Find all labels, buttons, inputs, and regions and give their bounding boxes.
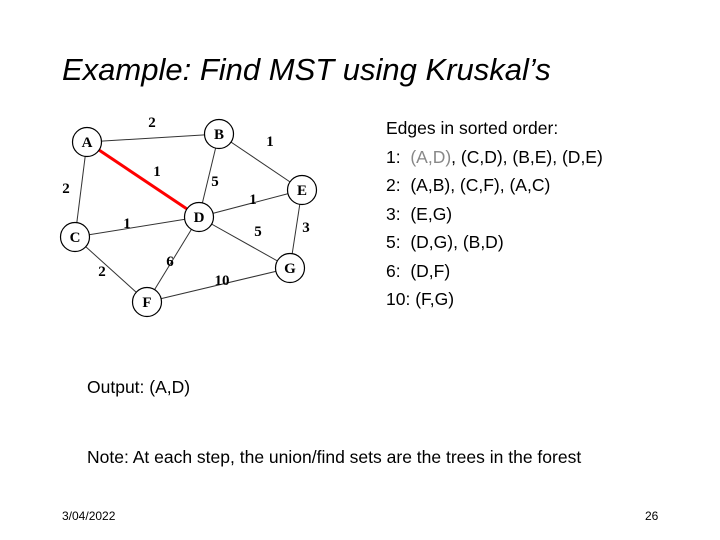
edge-weight: 1:: [386, 146, 411, 167]
edge-list: (F,G): [415, 289, 455, 309]
edge-weight-label: 3: [302, 220, 310, 236]
footer-date: 3/04/2022: [62, 509, 116, 523]
edge-weight-label: 2: [62, 181, 70, 197]
edge-weight: 5:: [386, 232, 411, 252]
edge-list: (A,B), (C,F), (A,C): [410, 175, 551, 195]
sorted-edges-row: 3: (E,G): [386, 200, 603, 229]
node-label: A: [82, 135, 93, 151]
edge-CF: [74, 236, 148, 303]
edge-DF: [146, 216, 200, 303]
node-label: G: [284, 261, 296, 277]
edge-list: (D,F): [410, 260, 451, 281]
node-F: F: [131, 286, 163, 318]
node-label: E: [297, 183, 307, 199]
node-C: C: [59, 221, 91, 253]
sorted-edges-heading: Edges in sorted order:: [386, 118, 559, 138]
graph-diagram: 2 1 1 5 2 1 1 5 3 6 2 10 A B C D E F G: [59, 115, 318, 318]
edge-list: (E,G): [410, 203, 453, 224]
node-E: E: [286, 174, 318, 206]
edge-weight-label: 1: [266, 134, 274, 150]
edge-DG: [198, 216, 291, 269]
node-B: B: [203, 118, 235, 150]
node-A: A: [71, 126, 103, 158]
edge-weight-label: 1: [153, 164, 161, 180]
slide-title: Example: Find MST using Kruskal’s: [62, 52, 551, 87]
edge-weight-label: 5: [254, 224, 262, 240]
edge-weight-label: 5: [211, 174, 219, 190]
sorted-edges-row: 6: (D,F): [386, 257, 603, 286]
edge-FG: [146, 267, 291, 303]
footer-page-number: 26: [645, 509, 659, 523]
edge-weight: 3:: [386, 203, 411, 224]
edge-AD: [86, 140, 200, 219]
edge-weight-label: 1: [249, 192, 257, 208]
node-label: D: [194, 210, 205, 226]
edge-DE: [198, 189, 303, 218]
node-G: G: [274, 252, 306, 284]
edge-weight: 6:: [386, 260, 411, 281]
sorted-edges-row: 10: (F,G): [386, 285, 603, 314]
edge-AC: [74, 141, 88, 238]
node-D: D: [183, 201, 215, 233]
sorted-edges-list: Edges in sorted order: 1: (A,D), (C,D), …: [386, 114, 603, 314]
edge-weight-label: 1: [123, 216, 131, 232]
sorted-edges-row: 1: (A,D), (C,D), (B,E), (D,E): [386, 143, 603, 172]
processed-edge: (A,D): [410, 146, 452, 167]
edge-list: , (C,D), (B,E), (D,E): [451, 146, 603, 167]
node-label: B: [214, 127, 224, 143]
node-label: F: [142, 295, 151, 311]
edge-weight: 10:: [386, 289, 416, 309]
edge-AB: [86, 133, 220, 143]
output-text: Output: (A,D): [87, 377, 191, 397]
edge-weight: 2:: [386, 175, 411, 195]
edge-BE: [218, 133, 303, 191]
edge-CD: [74, 216, 200, 238]
edge-weight-label: 10: [215, 273, 230, 289]
edge-weight-label: 2: [148, 115, 156, 131]
edge-list: (D,G), (B,D): [410, 232, 504, 252]
edge-weight-label: 6: [166, 254, 174, 270]
sorted-edges-row: 5: (D,G), (B,D): [386, 228, 603, 257]
node-label: C: [70, 230, 81, 246]
note-text: Note: At each step, the union/find sets …: [87, 447, 582, 467]
edge-weight-label: 2: [98, 264, 106, 280]
sorted-edges-row: 2: (A,B), (C,F), (A,C): [386, 171, 603, 200]
